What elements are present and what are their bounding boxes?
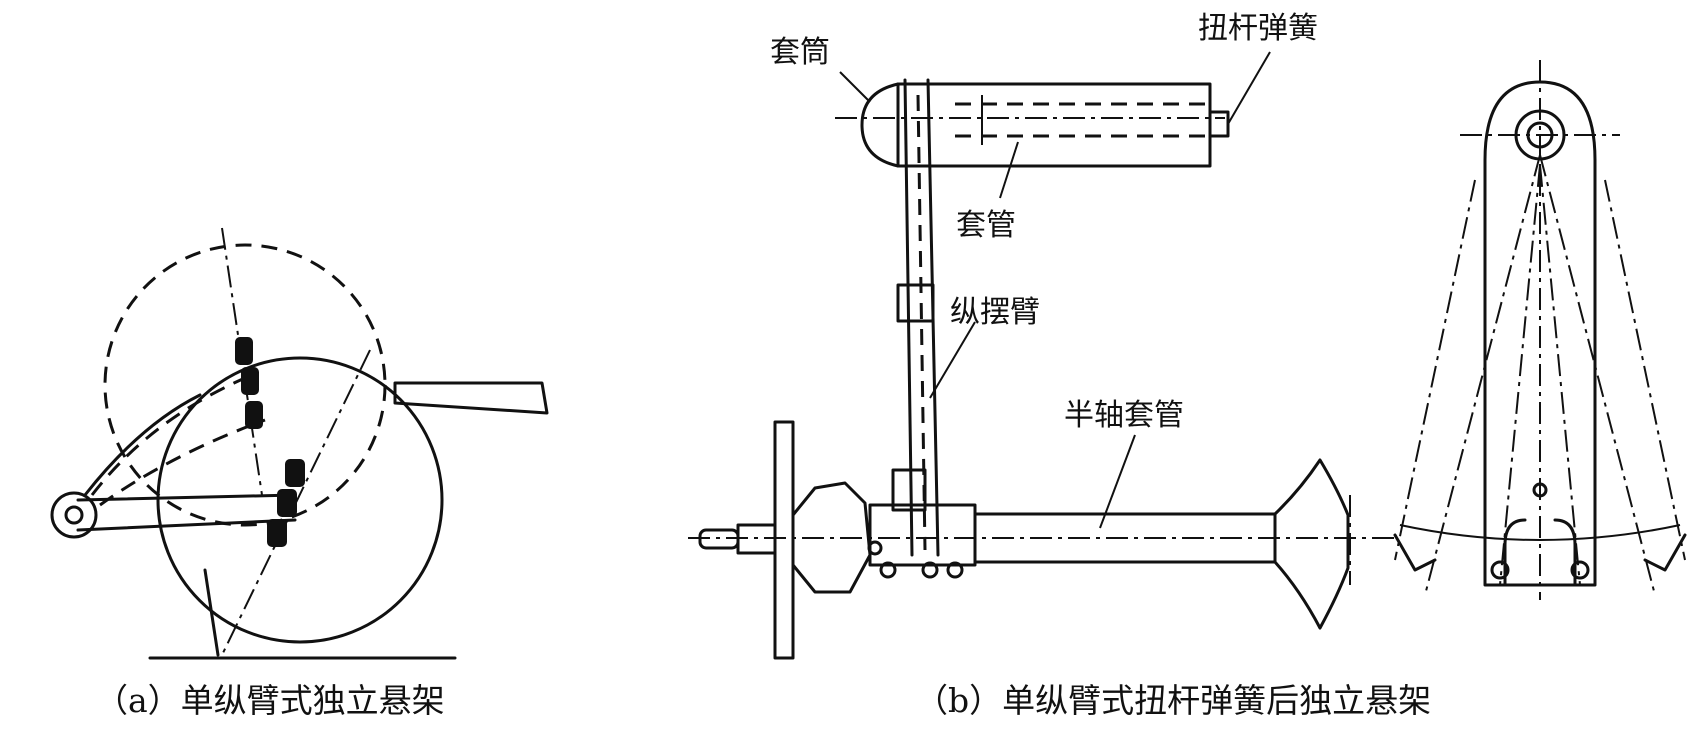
damper-block [285,459,305,487]
arm-clamp [896,283,935,323]
caption-b: （b）单纵臂式扭杆弹簧后独立悬架 [915,681,1431,720]
label-torsion-spring: 扭杆弹簧 [1198,11,1318,46]
brake-disc [773,420,795,660]
leader-torsion-spring [1227,51,1271,125]
arm-left-edge [903,78,914,557]
label-tube: 套管 [956,208,1016,243]
label-axle-tube: 半轴套管 [1064,398,1184,433]
sleeve-cap [860,82,900,168]
pivot-hole [64,505,84,525]
end-view-arc [1399,524,1681,541]
wheel-dashed-position [103,243,387,527]
swing-line-outer-right [1604,179,1686,561]
end-view-foot-left [1393,533,1437,572]
bolt [946,561,964,579]
leader-sleeve [839,71,871,103]
end-view-bolt [1570,560,1590,580]
damper-block [277,489,297,517]
leader-axle-tube [1099,434,1136,529]
swing-line-inner-left [1499,164,1541,586]
leader-tube [999,141,1019,199]
arm-dashed-upper [90,376,246,496]
swing-line-right [1539,154,1656,596]
end-view-notch-right [1553,518,1577,587]
damper-block [245,401,263,429]
trailing-arm-bottom [76,518,297,532]
swing-line-left [1424,154,1541,596]
end-view-notch-left [1503,518,1527,587]
end-view-bolt [1490,560,1510,580]
spoke-line [203,568,220,657]
label-sleeve: 套筒 [770,35,830,70]
label-trailing-arm: 纵摆臂 [950,295,1040,330]
wheel-circle [156,356,444,644]
leader-lines [839,51,1271,529]
arm-dashed-lower [99,418,266,507]
spring-end [1208,110,1230,138]
figure-b-end-view [1393,60,1687,600]
damper-block [241,367,259,395]
bolt [921,561,939,579]
swing-line-inner-right [1539,164,1581,586]
leader-trailing-arm [929,321,976,399]
damper-block [235,337,253,365]
swing-line-outer-left [1394,179,1476,561]
pivot-eye [50,491,98,539]
caption-a: （a）单纵臂式独立悬架 [95,681,445,720]
end-view-foot-right [1643,533,1687,572]
hub-nut [698,528,740,550]
figure-a-single-trailing-arm [50,227,549,660]
bolt [867,540,883,556]
damper-block [267,519,287,547]
trailing-arm-top [76,493,297,502]
end-view-bolt [1532,482,1548,498]
arm-axle-bracket [868,503,977,567]
figure-b-torsion-suspension [688,78,1395,660]
differential-flange [1273,458,1350,630]
bracket-upper [891,468,927,512]
arm-curve [83,393,202,497]
end-view-arm [1483,80,1597,587]
frame-bar [393,381,549,415]
torsion-tube-body [896,82,1212,168]
bolt [879,561,897,579]
